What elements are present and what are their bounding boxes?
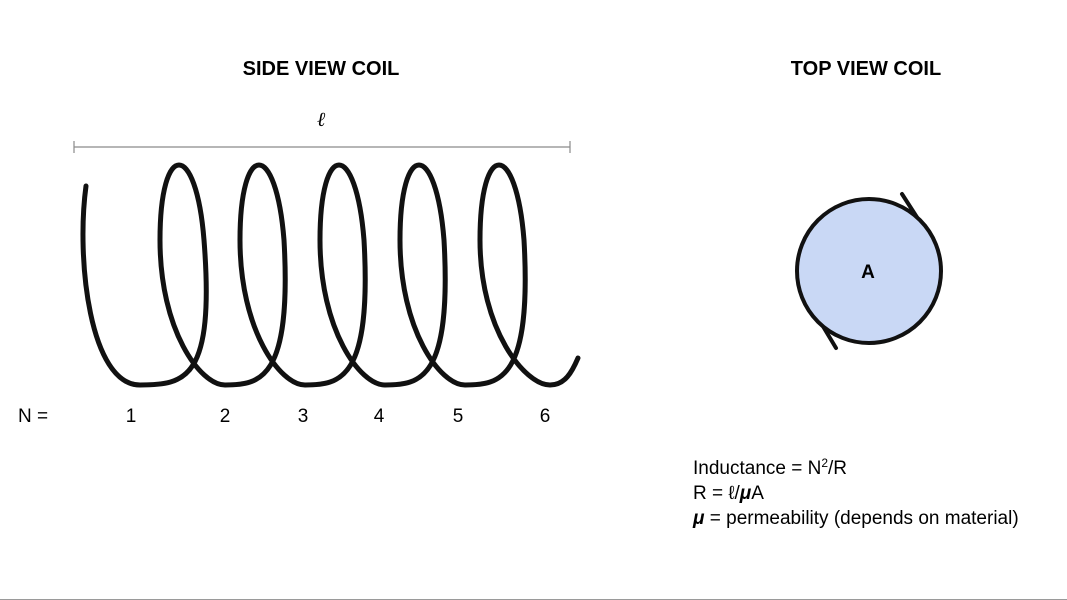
side-view-title: SIDE VIEW COIL bbox=[242, 58, 400, 80]
turn-label: 3 bbox=[297, 406, 309, 427]
length-label: ℓ bbox=[317, 109, 326, 131]
formula-block: Inductance = N2/R R = ℓ/μA μ = permeabil… bbox=[693, 456, 1019, 531]
top-view-coil: A bbox=[795, 192, 943, 350]
inductance-formula: Inductance = N2/R bbox=[693, 456, 848, 479]
turn-label: 6 bbox=[539, 406, 551, 427]
turn-label: 2 bbox=[219, 406, 231, 427]
top-view-title: TOP VIEW COIL bbox=[790, 58, 942, 80]
coil-wire bbox=[80, 162, 581, 388]
turn-label: 5 bbox=[452, 406, 464, 427]
turn-label: 1 bbox=[125, 406, 137, 427]
permeability-definition: μ = permeability (depends on material) bbox=[693, 508, 1019, 529]
length-dimension bbox=[73, 141, 571, 153]
reluctance-formula: R = ℓ/μA bbox=[693, 483, 764, 504]
area-label: A bbox=[861, 262, 875, 283]
turn-label: 4 bbox=[373, 406, 385, 427]
cross-section-circle bbox=[795, 197, 943, 345]
turn-count-prefix: N = bbox=[18, 406, 49, 427]
